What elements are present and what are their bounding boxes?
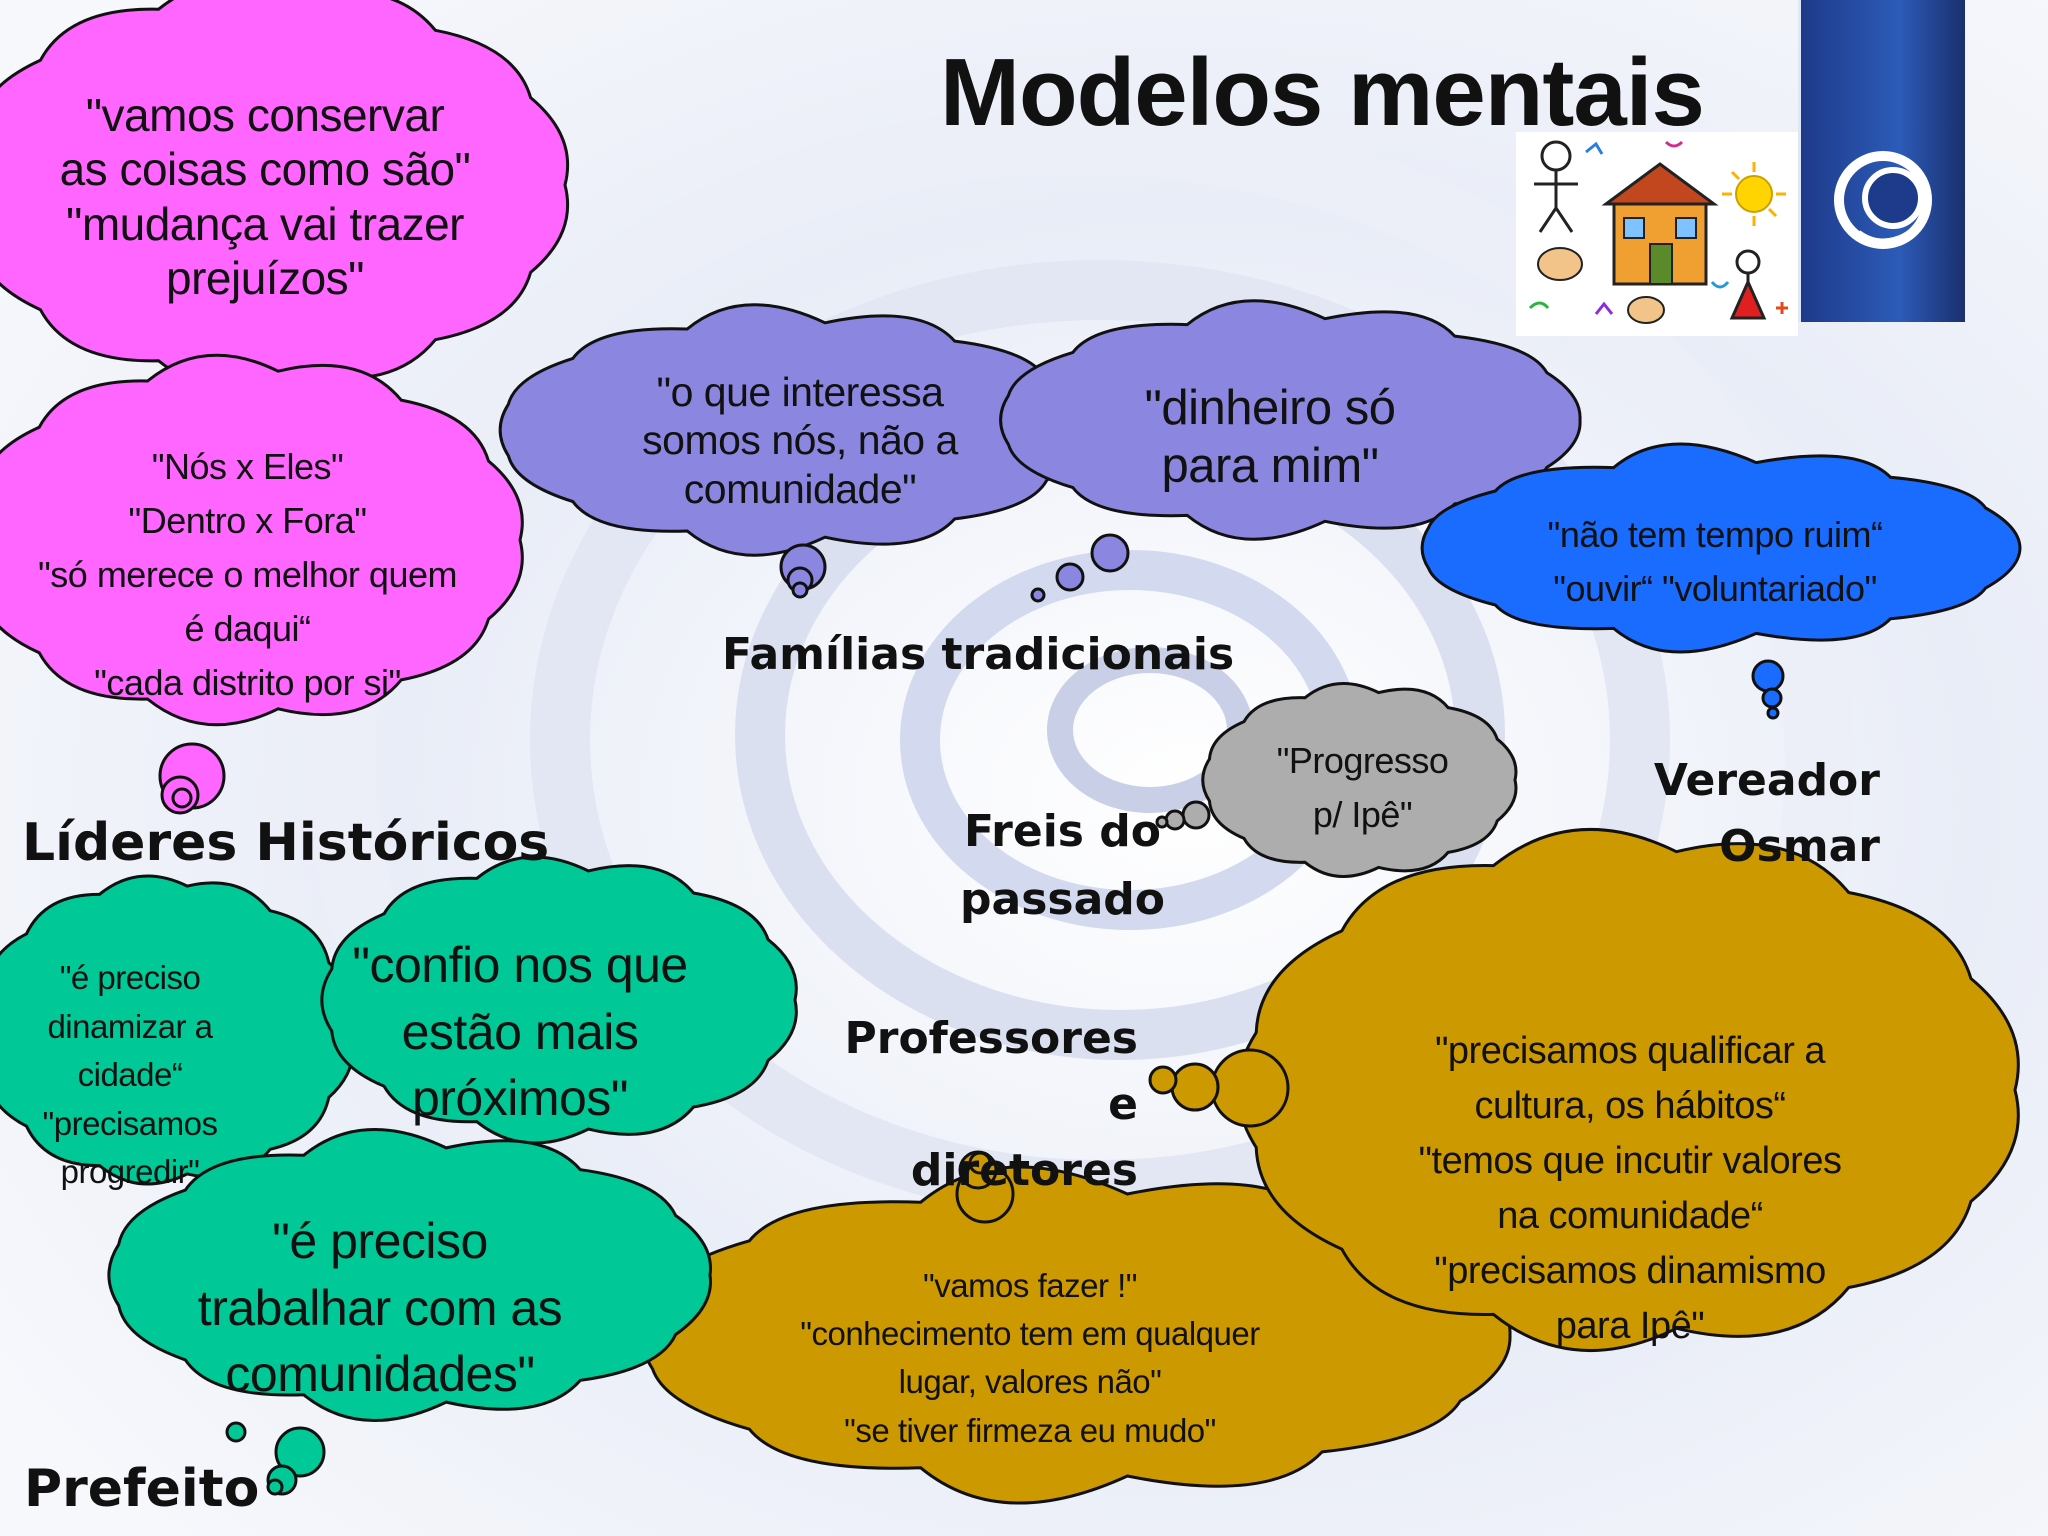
quote-line: progredir" <box>60 1153 200 1190</box>
quote-line: "conhecimento tem em qualquer <box>800 1315 1260 1353</box>
cloud-familias-1 <box>498 303 1082 557</box>
quote-line: "ouvir“ "voluntariado" <box>1553 568 1877 609</box>
quote-professores-2: "precisamos qualificar a cultura, os hábi… <box>1370 1024 1890 1355</box>
quote-line: somos nós, não a <box>642 417 958 464</box>
thought-bubbles-familias-1 <box>779 543 827 599</box>
quote-line: cultura, os hábitos“ <box>1474 1085 1786 1128</box>
quote-line: "vamos fazer !" <box>923 1267 1138 1304</box>
quote-line: "se tiver firmeza eu mudo" <box>844 1411 1216 1449</box>
quote-line: "dinheiro só <box>1144 381 1396 435</box>
quote-line: "Nós x Eles" <box>151 446 344 487</box>
quote-line: "precisamos <box>42 1104 218 1142</box>
thought-bubbles-vereador <box>1751 659 1785 720</box>
cloud-familias-2 <box>999 299 1582 541</box>
cloud-prefeito-3 <box>107 1127 712 1423</box>
quote-line: "confio nos que <box>352 937 688 993</box>
cloud-freis <box>1201 682 1518 878</box>
quote-freis: "Progresso p/ Ipê" <box>1210 734 1515 842</box>
quote-line: estão mais <box>401 1003 639 1060</box>
quote-line: as coisas como são" <box>59 143 471 196</box>
logo-swirl-icon <box>1834 151 1932 249</box>
quote-line: dinamizar a <box>47 1007 213 1045</box>
quote-line: para mim" <box>1161 438 1379 493</box>
quote-line: é daqui“ <box>184 608 311 649</box>
quote-line: "Progresso <box>1276 740 1449 781</box>
quote-line: "o que interessa <box>656 369 944 415</box>
label-professores: Professores e diretores <box>844 1013 1139 1196</box>
quote-line: "só merece o melhor quem <box>38 554 457 595</box>
quote-line: prejuízos" <box>166 251 364 304</box>
quote-line: "precisamos dinamismo <box>1434 1250 1826 1293</box>
quote-line: comunidade" <box>683 465 917 512</box>
thought-bubbles-professores <box>955 1048 1290 1224</box>
quote-prefeito-2: "confio nos que estão mais próximos" <box>340 932 700 1132</box>
house-icon <box>1601 162 1719 286</box>
stick-figure-icon <box>1729 249 1767 320</box>
label-lideres: Líderes Históricos <box>22 813 550 873</box>
quote-line: "é preciso <box>272 1213 488 1269</box>
quote-line: p/ Ipê" <box>1312 794 1413 835</box>
thought-bubbles-lideres <box>158 742 226 815</box>
cloud-lideres-1 <box>0 0 570 391</box>
cloud-lideres-2 <box>0 353 524 727</box>
quote-line: "precisamos qualificar a <box>1434 1030 1826 1072</box>
thought-bubbles-familias-2 <box>1030 533 1130 603</box>
logo-panel <box>1798 0 1965 322</box>
label-vereador: Vereador Osmar <box>1653 755 1880 872</box>
quote-line: lugar, valores não" <box>898 1363 1162 1401</box>
quote-line: para Ipê" <box>1555 1305 1705 1348</box>
quote-line: na comunidade“ <box>1497 1195 1763 1238</box>
quote-line: "vamos conservar <box>85 89 445 141</box>
quote-line: comunidades" <box>225 1346 535 1402</box>
label-familias: Famílias tradicionais <box>722 629 1235 680</box>
thought-bubbles-freis <box>1155 800 1211 831</box>
quote-line: trabalhar com as <box>197 1279 563 1336</box>
quote-line: cidade“ <box>77 1056 183 1093</box>
sun-icon <box>1722 162 1786 226</box>
quote-line: "mudança vai trazer <box>65 197 465 250</box>
quote-line: "não tem tempo ruim“ <box>1547 514 1883 555</box>
thought-bubbles-prefeito <box>225 1421 326 1496</box>
quote-line: "cada distrito por si" <box>94 662 401 703</box>
quote-vereador: "não tem tempo ruim“ "ouvir“ "voluntariad… <box>1480 508 1950 616</box>
quote-prefeito-3: "é preciso trabalhar com as comunidades" <box>160 1208 600 1408</box>
quote-line: "é preciso <box>59 959 201 996</box>
face-icon <box>1537 247 1665 324</box>
quote-prefeito-1: "é preciso dinamizar a cidade“ "precisamos p… <box>10 954 250 1197</box>
cloud-prefeito-2 <box>320 855 798 1145</box>
quote-line: "Dentro x Fora" <box>128 500 367 541</box>
cloud-vereador <box>1420 442 2022 654</box>
quote-line: próximos" <box>411 1070 629 1126</box>
quote-line: "temos que incutir valores <box>1418 1140 1842 1183</box>
label-prefeito: Prefeito <box>24 1459 260 1519</box>
quote-professores-1: "vamos fazer !" "conhecimento tem em qual… <box>740 1262 1320 1455</box>
page-title: Modelos mentais <box>940 39 1705 146</box>
label-freis: Freis do passado <box>960 806 1165 926</box>
quote-lideres-2: "Nós x Eles" "Dentro x Fora" "só merece o … <box>10 440 485 710</box>
children-drawing <box>1516 132 1798 336</box>
stick-figure-icon <box>1534 140 1578 233</box>
